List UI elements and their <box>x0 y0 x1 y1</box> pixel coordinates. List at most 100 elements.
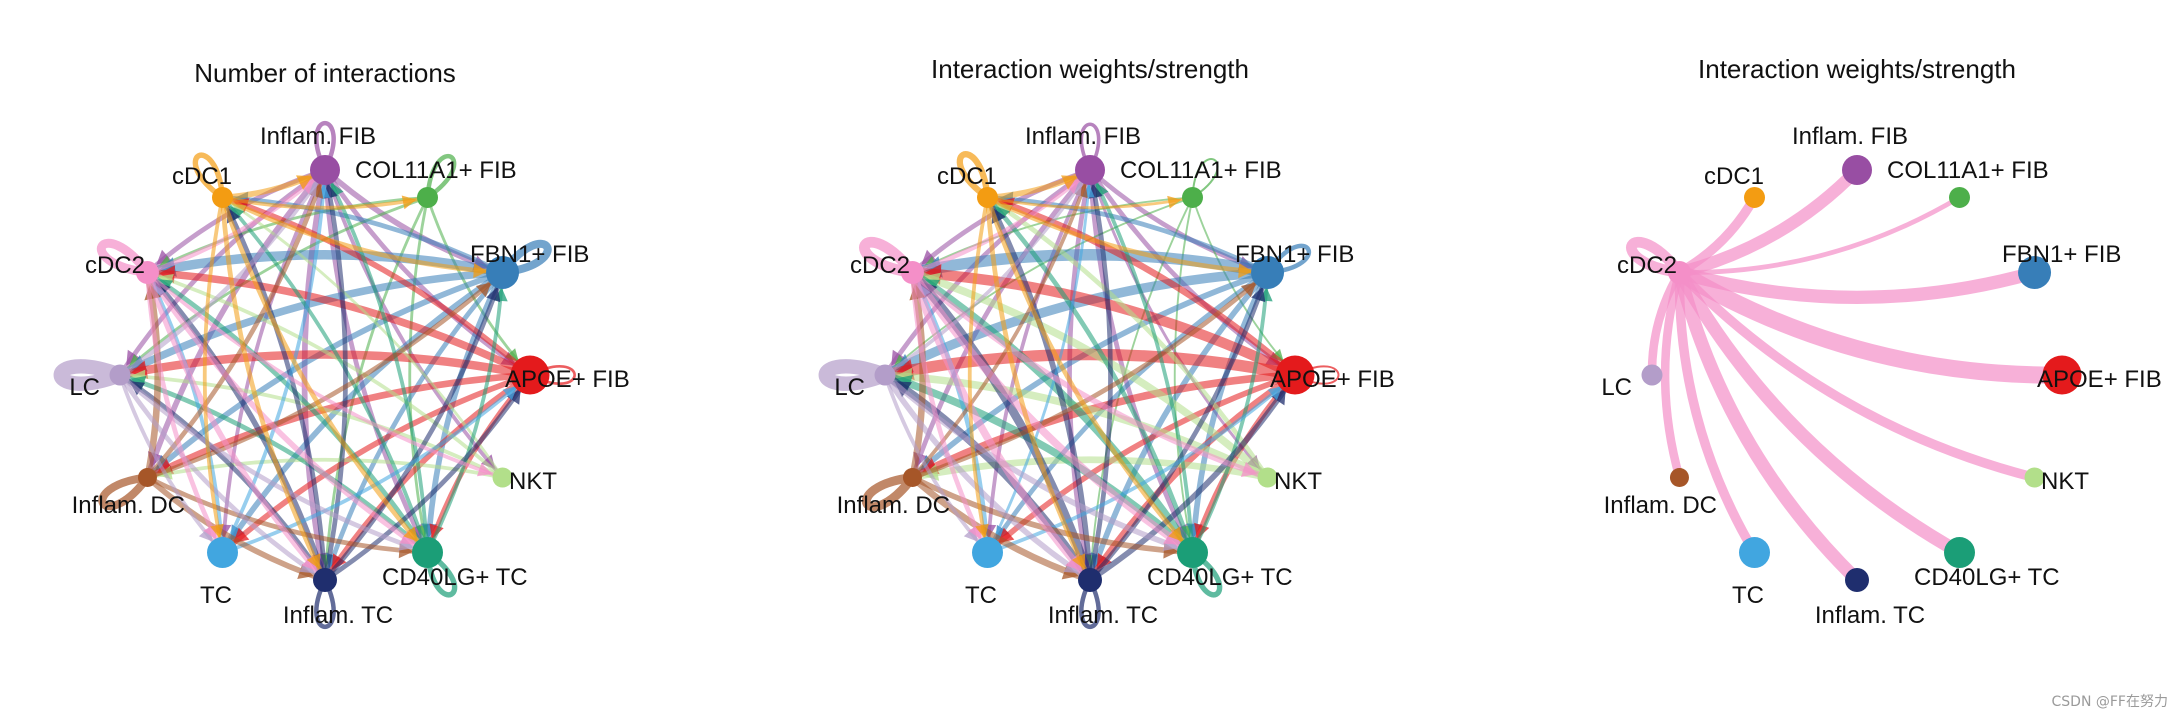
node-label-col11a1-fib: COL11A1+ FIB <box>1887 157 2049 184</box>
edge-arrowhead <box>506 388 521 405</box>
edge-nkt-to-cdc2 <box>908 268 1272 482</box>
node-cdc1 <box>1744 186 1765 208</box>
edge-apoe-fib-to-lc <box>115 350 535 380</box>
panel-interaction-weights-all: Interaction weights/strength Inflam. FIB… <box>818 54 1395 629</box>
node-inflam-dc <box>137 468 157 487</box>
edge-cdc2-to-apoe-fib <box>1670 263 2071 384</box>
self-loop-cdc2 <box>859 236 918 278</box>
node-label-inflam-tc: Inflam. TC <box>1048 602 1158 629</box>
node-inflam-fib <box>1075 155 1105 185</box>
edge-inflam-tc-to-inflam-fib <box>322 167 348 583</box>
self-loop-apoe-fib <box>528 364 576 386</box>
self-loop-fbn1-fib <box>498 239 552 277</box>
edge-inflam-tc-to-cdc1 <box>220 195 328 583</box>
edge-inflam-tc-to-cdc1 <box>984 194 1093 583</box>
edge-cdc2-to-col11a1-fib <box>1677 195 1962 275</box>
node-label-nkt: NKT <box>2041 468 2089 495</box>
edge-cdc2-to-inflam-tc <box>1672 265 1864 587</box>
edge-cd40lg-tc-to-cdc1 <box>220 195 430 555</box>
node-label-inflam-tc: Inflam. TC <box>283 602 393 629</box>
node-inflam-fib <box>310 155 340 185</box>
node-label-nkt: NKT <box>509 468 557 495</box>
node-inflam-fib <box>1842 155 1872 185</box>
edge-inflam-fib-to-cd40lg-tc <box>322 167 430 555</box>
edge-cdc2-to-inflam-dc <box>1660 268 1684 482</box>
edge-arrowhead <box>306 553 321 570</box>
edge-cdc2-to-cd40lg-tc <box>144 269 431 556</box>
edge-arrowhead <box>476 462 493 477</box>
node-label-apoe-fib: APOE+ FIB <box>1270 366 1395 393</box>
edge-cdc2-to-tc <box>910 270 990 555</box>
edge-nkt-to-cdc1 <box>221 196 504 479</box>
panel-number-of-interactions: Number of interactions Inflam. FIBCOL11A… <box>53 58 630 629</box>
edge-arrowhead <box>210 523 224 539</box>
node-lc <box>1641 364 1663 386</box>
node-cdc2 <box>1667 261 1691 284</box>
node-label-fbn1-fib: FBN1+ FIB <box>470 241 589 268</box>
edge-cdc1-to-inflam-tc <box>985 195 1093 583</box>
node-label-inflam-fib: Inflam. FIB <box>1792 123 1908 150</box>
node-label-lc: LC <box>1601 374 1632 401</box>
node-inflam-tc <box>1845 568 1869 592</box>
node-label-inflam-fib: Inflam. FIB <box>260 123 376 150</box>
edge-fbn1-fib-to-inflam-tc <box>322 270 505 583</box>
edge-tc-to-inflam-fib <box>220 168 327 555</box>
node-label-cd40lg-tc: CD40LG+ TC <box>1914 564 2060 591</box>
edge-nkt-to-cdc2 <box>145 270 505 480</box>
edge-arrowhead <box>481 454 496 470</box>
edge-apoe-fib-to-inflam-dc <box>908 371 1299 482</box>
node-label-inflam-dc: Inflam. DC <box>72 492 185 519</box>
edge-inflam-dc-to-fbn1-fib <box>145 270 505 480</box>
edge-arrowhead <box>1168 526 1184 542</box>
edge-cdc1-to-fbn1-fib <box>220 195 505 275</box>
node-label-col11a1-fib: COL11A1+ FIB <box>1120 157 1282 184</box>
edge-arrowhead <box>295 175 313 190</box>
self-loop-inflam-tc <box>1079 577 1101 629</box>
node-cdc1 <box>977 186 998 208</box>
self-loop-cd40lg-tc <box>1189 549 1223 598</box>
node-label-apoe-fib: APOE+ FIB <box>2037 366 2162 393</box>
node-col11a1-fib <box>417 186 438 208</box>
edge-lc-to-cd40lg-tc <box>117 372 430 555</box>
self-loop-inflam-fib <box>1079 122 1101 172</box>
nodes-group <box>109 155 550 592</box>
node-label-col11a1-fib: COL11A1+ FIB <box>355 157 517 184</box>
node-label-nkt: NKT <box>1274 468 1322 495</box>
edge-nkt-to-cdc1 <box>985 195 1270 480</box>
edge-arrowhead <box>1251 286 1266 303</box>
edge-fbn1-fib-to-cdc1 <box>220 195 505 275</box>
edges-group <box>818 122 1340 629</box>
edge-arrowhead <box>1167 195 1182 209</box>
node-nkt <box>2024 467 2045 488</box>
node-label-tc: TC <box>200 582 232 609</box>
edge-arrowhead <box>473 263 488 279</box>
node-label-tc: TC <box>1732 582 1764 609</box>
edge-cdc1-to-cd40lg-tc <box>220 195 430 555</box>
edge-arrowhead <box>486 286 501 303</box>
panel-title-interaction-weights: Interaction weights/strength <box>931 54 1249 84</box>
edge-cdc1-to-col11a1-fib <box>220 195 430 210</box>
node-tc <box>972 537 1003 569</box>
node-inflam-dc <box>1669 468 1689 487</box>
node-fbn1-fib <box>2018 256 2052 289</box>
panel-interaction-weights-cdc2: Interaction weights/strength Inflam. FIB… <box>1601 54 2161 629</box>
node-label-cdc2: cDC2 <box>850 252 910 279</box>
node-label-lc: LC <box>834 374 865 401</box>
edge-cdc1-to-tc <box>967 195 990 555</box>
node-cdc1 <box>212 186 233 208</box>
self-loop-cd40lg-tc <box>424 549 458 598</box>
edge-cd40lg-tc-to-cdc2 <box>145 270 430 555</box>
self-loop-inflam-dc <box>98 473 152 511</box>
self-loop-col11a1-fib <box>1191 158 1219 199</box>
node-label-cdc2: cDC2 <box>85 252 145 279</box>
node-inflam-tc <box>1078 568 1102 592</box>
edge-nkt-to-lc <box>881 371 1272 482</box>
edge-arrowhead <box>502 386 518 401</box>
edge-arrowhead <box>1071 553 1086 570</box>
node-col11a1-fib <box>1949 186 1970 208</box>
edge-inflam-tc-to-apoe-fib <box>322 372 533 583</box>
node-inflam-tc <box>313 568 337 592</box>
edge-cdc1-to-tc <box>202 195 225 555</box>
